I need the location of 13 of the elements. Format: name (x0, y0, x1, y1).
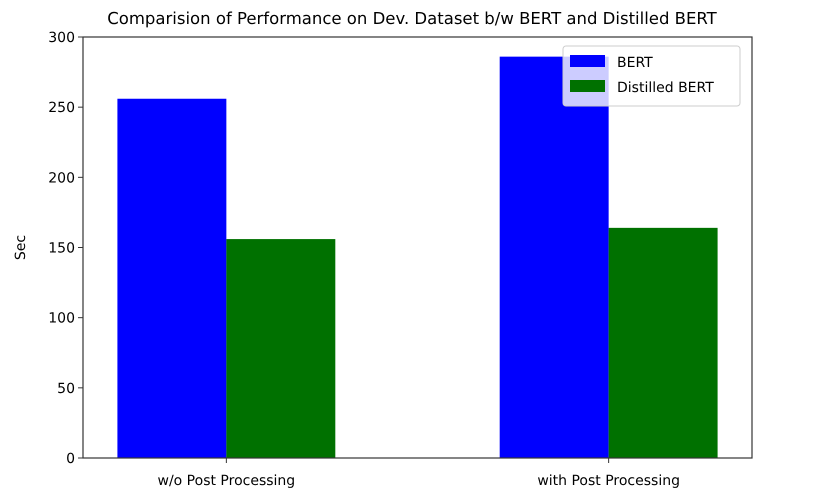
tick-label: 100 (48, 310, 75, 327)
tick-label: 0 (66, 451, 75, 467)
category-label: w/o Post Processing (158, 473, 296, 489)
tick-label: 250 (48, 100, 75, 116)
category-label: with Post Processing (537, 473, 680, 489)
legend-label: Distilled BERT (617, 80, 714, 96)
tick-label: 150 (48, 240, 75, 256)
chart-title: Comparision of Performance on Dev. Dataset b/w BERT and Distilled BERT (107, 9, 717, 28)
axis-title: Sec (13, 234, 29, 260)
tick-label: 200 (48, 170, 75, 186)
tick-label: 50 (57, 380, 75, 397)
legend-label: BERT (617, 55, 653, 71)
tick-label: 300 (48, 30, 75, 46)
